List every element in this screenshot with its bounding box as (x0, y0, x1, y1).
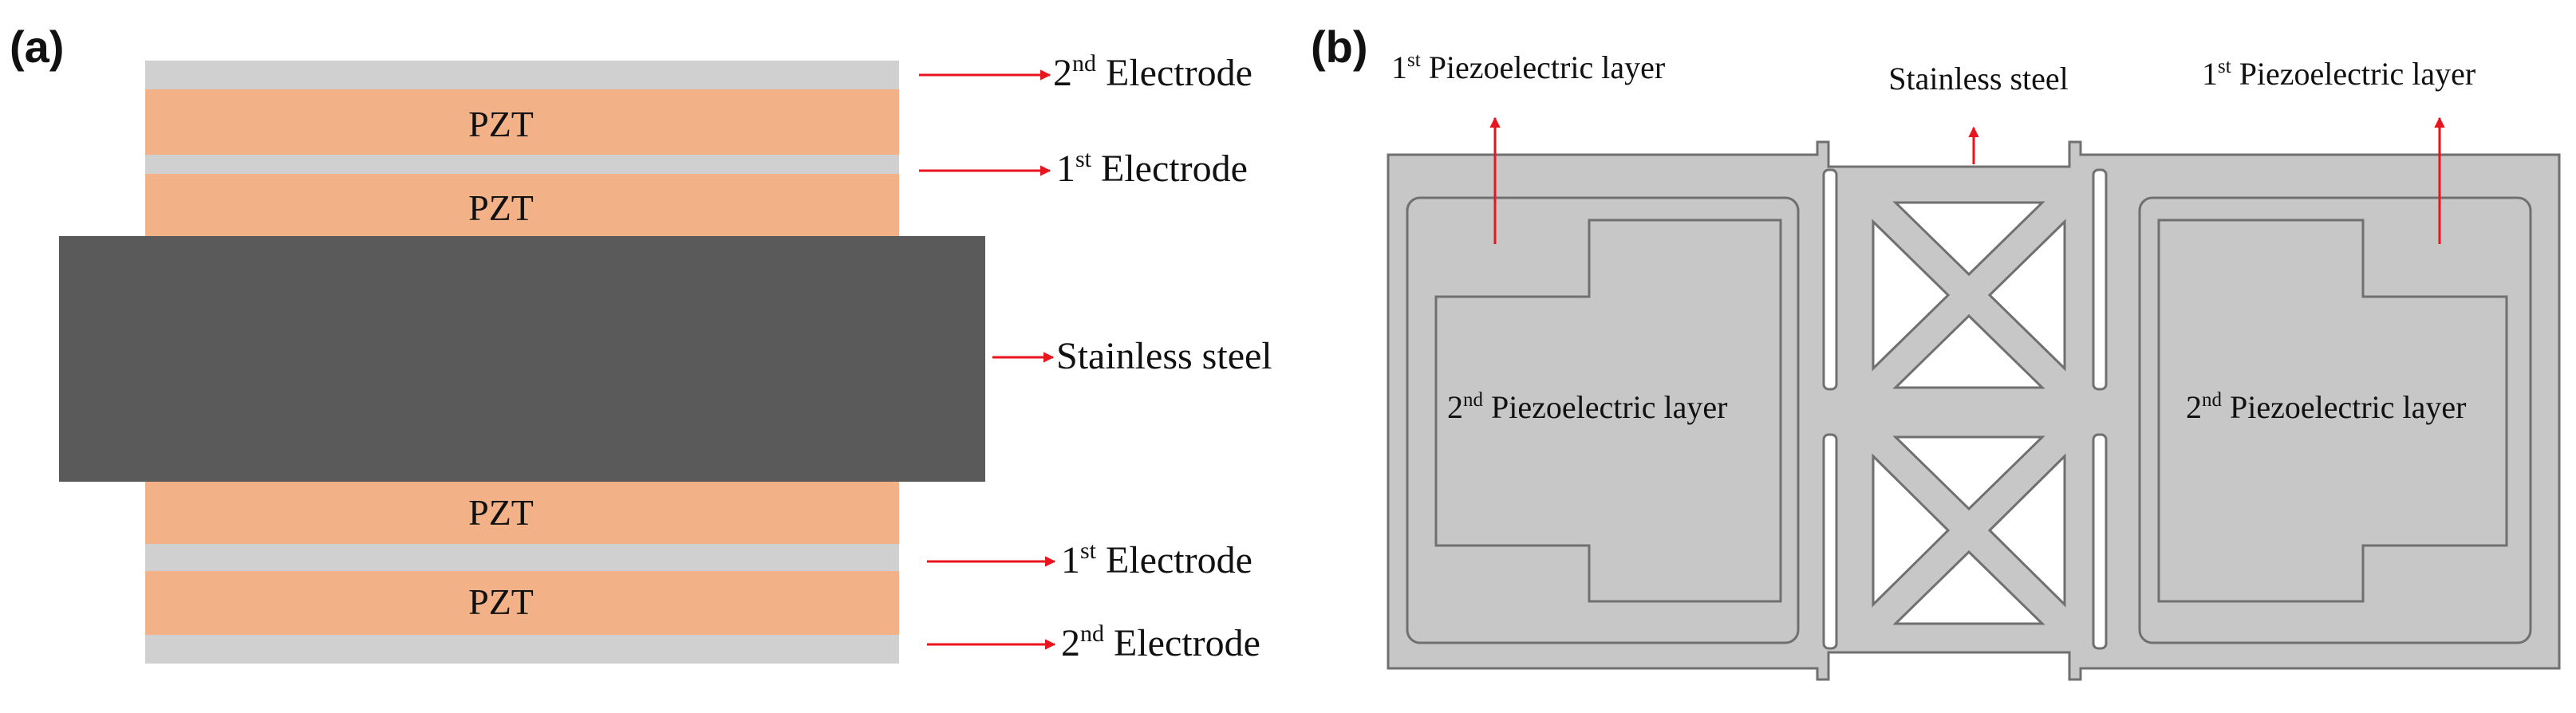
truss-cutout (1987, 219, 2066, 372)
slot-right-lower (2092, 433, 2108, 650)
slot-left-lower (1822, 433, 1838, 650)
top-2nd-electrode-label: 2nd Electrode (1053, 50, 1252, 94)
pzt-label: PZT (468, 187, 534, 228)
upper-truss (1872, 201, 2066, 389)
truss-cutout (1892, 201, 2045, 277)
top-1st-electrode-layer (145, 155, 899, 174)
truss-cutout (1872, 453, 1951, 608)
left-2nd-layer-label: 2nd Piezoelectric layer (1447, 389, 1727, 425)
left-1st-layer-label: 1st Piezoelectric layer (1391, 49, 1665, 85)
stainless-steel-label: Stainless steel (1056, 335, 1272, 377)
truss-cutout (1892, 435, 2045, 511)
bottom-2nd-electrode-layer (145, 635, 899, 664)
panel-b-letter: (b) (1311, 22, 1368, 72)
right-2nd-layer-label: 2nd Piezoelectric layer (2186, 389, 2466, 425)
bottom-outer-pzt-layer (145, 571, 899, 635)
bottom-1st-electrode-layer (145, 544, 899, 571)
panel-b: (b) 1 (1311, 22, 2561, 681)
top-1st-electrode-label: 1st Electrode (1056, 146, 1248, 190)
pzt-label: PZT (468, 581, 534, 622)
top-inner-pzt-layer (145, 174, 899, 236)
stainless-steel-layer (59, 236, 985, 482)
bottom-1st-electrode-label: 1st Electrode (1061, 538, 1252, 581)
right-2nd-piezoelectric-layer (2157, 219, 2508, 603)
stainless-steel-label: Stainless steel (1888, 61, 2069, 97)
pzt-label: PZT (468, 492, 534, 533)
bottom-inner-pzt-layer (145, 482, 899, 544)
lower-truss (1872, 435, 2066, 625)
left-2nd-piezoelectric-layer (1434, 219, 1782, 603)
right-1st-layer-label: 1st Piezoelectric layer (2202, 56, 2475, 92)
top-2nd-electrode-layer (145, 61, 899, 89)
slot-left-upper (1822, 168, 1838, 391)
truss-cutout (1892, 313, 2045, 389)
truss-cutout (1892, 550, 2045, 625)
truss-cutout (1987, 453, 2066, 608)
panel-a: (a) PZT PZT PZT PZT 2nd Electrode 1st El… (10, 22, 1272, 664)
pzt-label: PZT (468, 104, 534, 144)
truss-cutout (1872, 219, 1951, 372)
bottom-2nd-electrode-label: 2nd Electrode (1061, 620, 1260, 664)
top-outer-pzt-layer (145, 89, 899, 155)
slot-right-upper (2092, 168, 2108, 391)
panel-a-letter: (a) (10, 22, 64, 72)
